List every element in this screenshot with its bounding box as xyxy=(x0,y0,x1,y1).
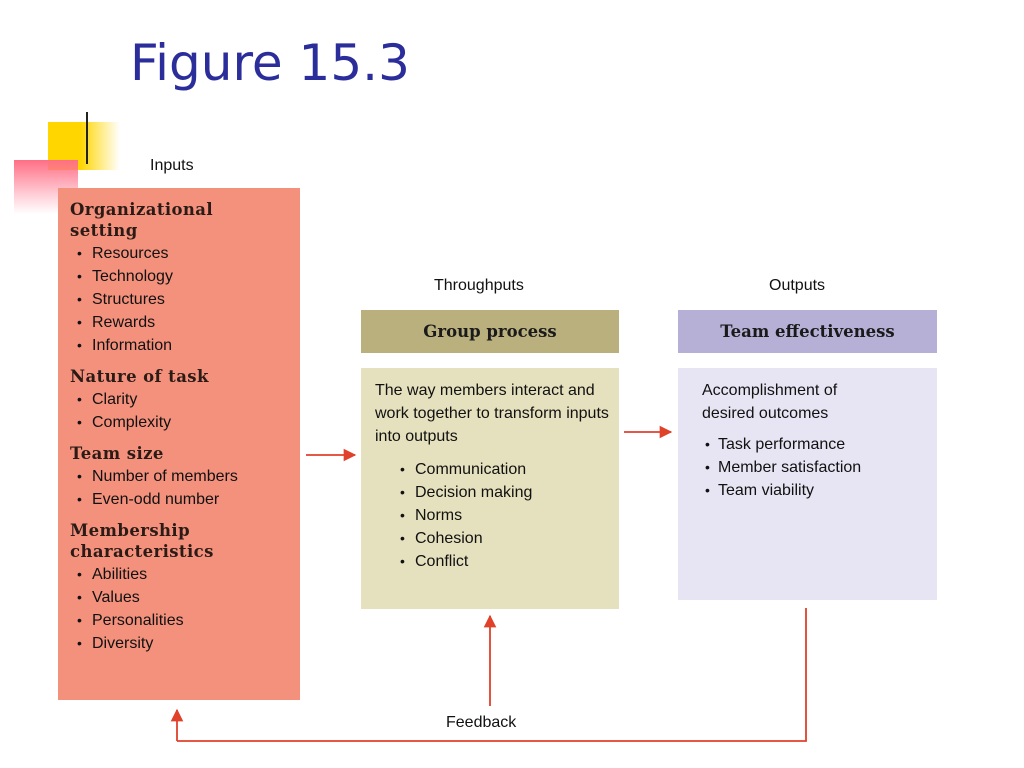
outputs-box: Accomplishment of desired outcomes Task … xyxy=(678,368,937,600)
team-size-group: Team size Number of members Even-odd num… xyxy=(70,443,288,511)
outputs-label: Outputs xyxy=(769,277,826,294)
list-item: Even-odd number xyxy=(70,488,288,511)
list-item: Team viability xyxy=(702,479,927,502)
team-effectiveness-header: Team effectiveness xyxy=(678,310,937,353)
group-heading: Team size xyxy=(70,444,164,463)
list-item: Decision making xyxy=(393,481,609,504)
nature-of-task-group: Nature of task Clarity Complexity xyxy=(70,366,288,434)
list-item: Conflict xyxy=(393,550,609,573)
list-item: Clarity xyxy=(70,388,288,411)
list-item: Information xyxy=(70,334,288,357)
group-heading: Nature of task xyxy=(70,367,209,386)
throughputs-box: The way members interact and work togeth… xyxy=(361,368,619,609)
list-item: Cohesion xyxy=(393,527,609,550)
list-item: Complexity xyxy=(70,411,288,434)
slide-title: Figure 15.3 xyxy=(130,34,410,92)
organizational-setting-group: Organizational setting Resources Technol… xyxy=(70,199,288,357)
list-item: Member satisfaction xyxy=(702,456,927,479)
list-item: Technology xyxy=(70,265,288,288)
inputs-label: Inputs xyxy=(150,157,194,174)
throughputs-description: The way members interact and work togeth… xyxy=(375,382,609,445)
list-item: Personalities xyxy=(70,609,288,632)
list-item: Structures xyxy=(70,288,288,311)
group-heading: Organizational setting xyxy=(70,200,214,240)
list-item: Task performance xyxy=(702,433,927,456)
group-process-header: Group process xyxy=(361,310,619,353)
list-item: Rewards xyxy=(70,311,288,334)
outputs-description: Accomplishment of desired outcomes xyxy=(702,382,838,422)
list-item: Values xyxy=(70,586,288,609)
list-item: Abilities xyxy=(70,563,288,586)
feedback-loop-line xyxy=(177,608,807,742)
list-item: Number of members xyxy=(70,465,288,488)
list-item: Diversity xyxy=(70,632,288,655)
group-heading: Membership characteristics xyxy=(70,521,214,561)
inputs-box: Organizational setting Resources Technol… xyxy=(58,188,300,700)
throughputs-label: Throughputs xyxy=(434,277,524,294)
decorative-vertical-line xyxy=(86,112,88,164)
list-item: Communication xyxy=(393,458,609,481)
list-item: Resources xyxy=(70,242,288,265)
membership-characteristics-group: Membership characteristics Abilities Val… xyxy=(70,520,288,655)
list-item: Norms xyxy=(393,504,609,527)
feedback-label: Feedback xyxy=(446,714,517,731)
